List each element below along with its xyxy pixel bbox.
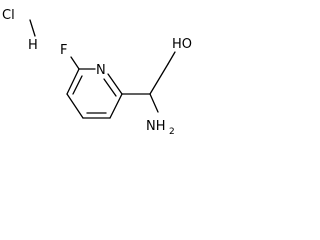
ring-bond-c2-c3 [109, 93, 123, 119]
amine-subscript: 2 [169, 127, 175, 137]
molecule-structure: Cl H F N [2, 8, 192, 137]
hydrogen-atom-label: H [28, 38, 38, 53]
bond-ch2-oh [167, 51, 176, 65]
ring-nitrogen-label: N [96, 63, 106, 78]
aminoethanol-chain: HO NH 2 [121, 37, 192, 137]
ring-bond-c5-c6-inner [72, 75, 83, 95]
pyridine-ring: N [66, 63, 123, 119]
bond-ch-ch2 [149, 63, 169, 95]
ring-bond-c5-c6 [66, 68, 80, 95]
h-cl-bond [29, 19, 36, 37]
c-f-bond [70, 56, 80, 70]
chlorine-atom-label: Cl [2, 8, 15, 23]
ring-bond-n1-c2 [107, 73, 123, 95]
ring-bond-n1-c2-inner [103, 78, 117, 97]
fluoro-substituent: F [60, 43, 80, 70]
hydroxyl-label: HO [172, 37, 192, 52]
structure-canvas: Cl H F N [0, 0, 236, 158]
fluorine-atom-label: F [60, 43, 67, 58]
ring-bond-c4-c5 [66, 93, 84, 119]
hcl-salt: Cl H [2, 8, 38, 53]
bond-ch-nh2 [149, 93, 159, 113]
amine-label: NH [146, 119, 166, 134]
